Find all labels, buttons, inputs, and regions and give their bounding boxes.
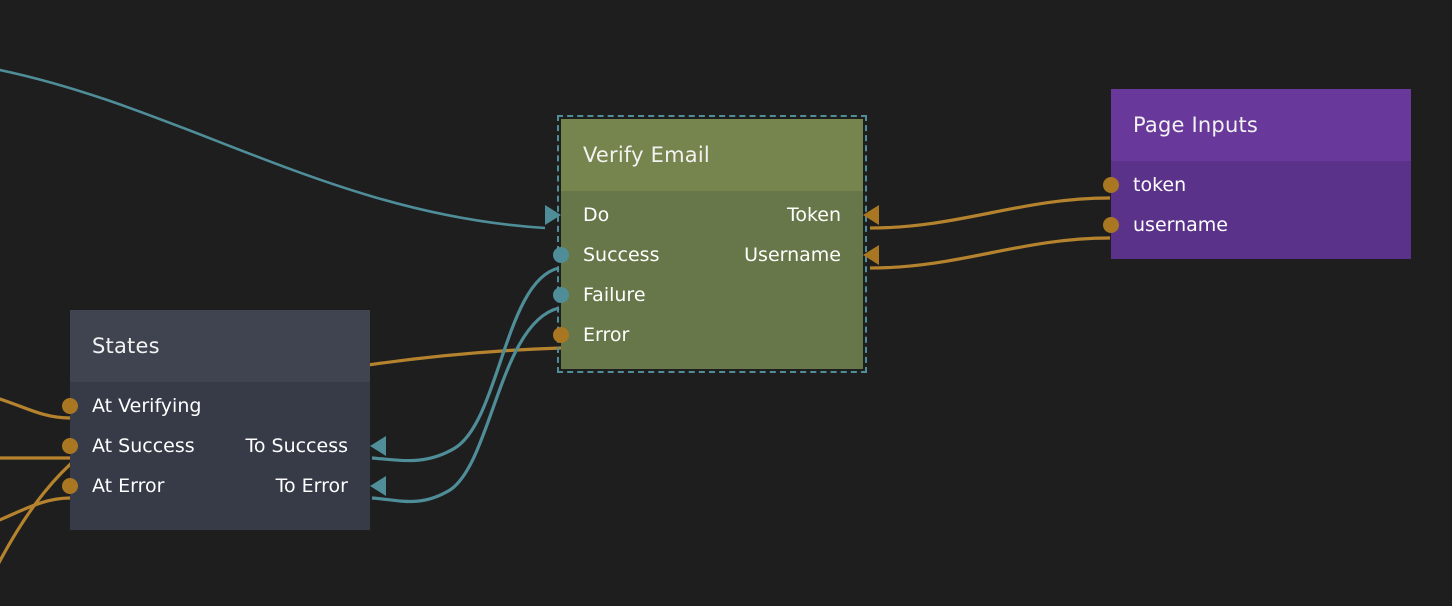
edge-failure-to-states [371,306,560,504]
port-row: Failure [553,275,863,315]
node-header-states[interactable]: States [70,310,370,382]
edge-success-to-states [371,266,560,463]
port-username-arrow-icon[interactable] [863,245,879,265]
port-row: Do Token [545,195,879,235]
port-label-token-output: token [1133,173,1187,196]
edge-token [869,196,1111,230]
edge-offscreen-to-do [0,68,546,230]
port-at-success-dot-icon[interactable] [62,438,78,454]
port-label-token: Token [786,203,841,226]
port-at-verifying-dot-icon[interactable] [62,398,78,414]
port-username-dot-icon[interactable] [1103,217,1119,233]
port-row: At Error To Error [62,466,386,506]
port-label-to-error: To Error [275,474,348,497]
edge-at-error [0,496,71,522]
port-label-do: Do [583,203,610,226]
port-label-username-output: username [1133,213,1228,236]
node-header-page-inputs[interactable]: Page Inputs [1111,89,1411,161]
port-at-error-dot-icon[interactable] [62,478,78,494]
edge-username [869,236,1111,270]
port-label-error: Error [583,323,630,346]
port-row: Error [553,315,863,355]
port-label-username: Username [744,243,841,266]
port-row: Success Username [553,235,879,275]
port-label-to-success: To Success [245,434,348,457]
port-to-success-arrow-icon[interactable] [370,436,386,456]
node-title: Verify Email [583,143,710,167]
node-body-page-inputs: token username [1103,161,1411,259]
port-do-arrow-icon[interactable] [545,205,561,225]
node-body-states: At Verifying At Success To Success At Er… [62,382,386,530]
port-label-at-verifying: At Verifying [92,394,202,417]
port-label-failure: Failure [583,283,646,306]
port-token-arrow-icon[interactable] [863,205,879,225]
port-label-at-success: At Success [92,434,195,457]
node-verify-email[interactable]: Verify Email Do Token Success Username [545,115,879,373]
node-title: Page Inputs [1133,113,1259,137]
port-to-error-arrow-icon[interactable] [370,476,386,496]
port-row: username [1103,205,1411,245]
edge-at-verifying [0,397,71,420]
port-row: At Success To Success [62,426,386,466]
port-error-dot-icon[interactable] [553,327,569,343]
port-label-success: Success [583,243,660,266]
node-states[interactable]: States At Verifying At Success To Succes… [62,310,386,530]
port-row: At Verifying [62,386,370,426]
port-success-dot-icon[interactable] [553,247,569,263]
node-body-verify-email: Do Token Success Username Failure [545,191,879,369]
port-label-at-error: At Error [92,474,165,497]
port-token-dot-icon[interactable] [1103,177,1119,193]
port-failure-dot-icon[interactable] [553,287,569,303]
node-page-inputs[interactable]: Page Inputs token username [1103,89,1411,259]
node-header-verify-email[interactable]: Verify Email [561,119,863,191]
port-row: token [1103,165,1411,205]
node-title: States [92,334,160,358]
